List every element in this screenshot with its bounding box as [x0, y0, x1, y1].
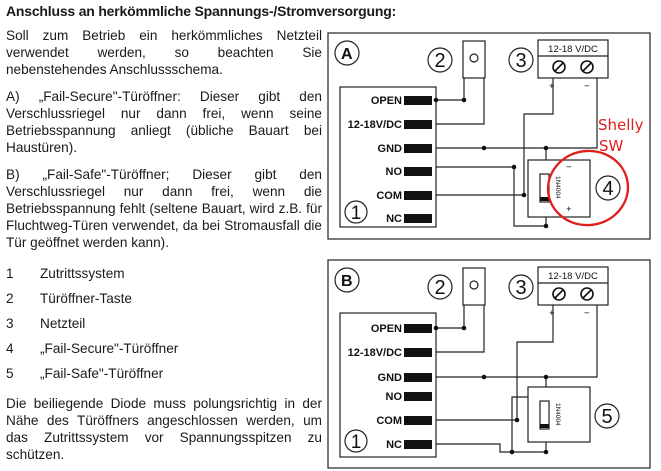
- plus-label: +: [549, 308, 555, 319]
- legend-item: 4„Fail-Secure"-Türöffner: [6, 341, 179, 356]
- door-button-circle: [469, 53, 479, 63]
- pin-label: OPEN: [371, 95, 402, 107]
- number-circle: [344, 200, 368, 224]
- instruction-text: Soll zum Betrieb ein herkömmliches Netzt…: [6, 27, 322, 463]
- number-label: 2: [434, 277, 445, 299]
- annotation-text: SW: [599, 137, 624, 155]
- legend-item: 5„Fail-Safe"-Türöffner: [6, 366, 164, 381]
- power-supply-box: [537, 39, 609, 79]
- number-circle: [344, 429, 368, 453]
- pin-label: NO: [386, 391, 403, 403]
- number-circle: [427, 47, 453, 73]
- minus-label: −: [584, 81, 590, 92]
- number-label: 1: [351, 203, 362, 224]
- paragraph-fail-secure: A) „Fail-Secure"-Türöffner: Dieser gibt …: [6, 89, 322, 155]
- diagram-a-text: A OPEN 12-18V/DC GND NO COM NC 1 2 3 4 1…: [341, 44, 614, 225]
- diode-label: 1N4004: [554, 403, 561, 426]
- diagram-a-label-circle: [334, 40, 360, 66]
- intro-paragraph: Soll zum Betrieb ein herkömmliches Netzt…: [6, 28, 322, 77]
- diagram-a-fill: [404, 96, 549, 229]
- diagram-a-frame: [327, 32, 651, 240]
- pin-label: NO: [386, 166, 403, 178]
- diagram-b: [327, 259, 651, 469]
- minus-label: −: [566, 162, 572, 173]
- number-label: 3: [515, 277, 526, 299]
- pin-label: COM: [376, 415, 402, 427]
- access-system-box: [339, 86, 437, 228]
- diode: [539, 400, 550, 430]
- diagram-b-fill: [404, 324, 549, 455]
- diagram-a-terminals: [552, 60, 594, 74]
- number-circle: [427, 274, 453, 300]
- shelly-annotation: Shelly SW: [546, 116, 644, 227]
- section-heading: Anschluss an herkömmliche Spannungs-/Str…: [6, 3, 397, 19]
- pin-label: NC: [386, 213, 402, 225]
- plus-label: +: [566, 204, 572, 215]
- diagram-a: [327, 32, 651, 240]
- diode-note: Die beiliegende Diode muss polungsrichti…: [6, 396, 322, 462]
- pin-label: GND: [378, 372, 403, 384]
- number-label: 3: [515, 50, 526, 72]
- diagram-b-text: B OPEN 12-18V/DC GND NO COM NC 1 2 3 5 1…: [341, 271, 613, 453]
- number-label: 2: [434, 50, 445, 72]
- plus-label: +: [549, 81, 555, 92]
- diagram-a-label: A: [341, 46, 353, 63]
- door-button-box: [462, 40, 486, 79]
- diagram-b-frame: [327, 259, 651, 469]
- number-label: 5: [601, 406, 612, 428]
- diagram-b-label: B: [341, 273, 353, 290]
- diagram-b-label-circle: [334, 267, 360, 293]
- number-circle: [595, 175, 621, 201]
- pin-label: COM: [376, 190, 402, 202]
- access-system-box: [339, 312, 437, 458]
- pin-label: 12-18V/DC: [348, 347, 402, 359]
- door-button-box: [462, 267, 486, 306]
- number-label: 1: [351, 432, 362, 453]
- pin-label: GND: [378, 143, 403, 155]
- number-circle: [594, 403, 620, 429]
- diode-label: 1N4004: [554, 176, 561, 199]
- door-opener-box: [527, 386, 591, 443]
- pin-label: 12-18V/DC: [348, 119, 402, 131]
- psu-voltage-label: 12-18 V/DC: [548, 44, 598, 55]
- pin-label: NC: [386, 439, 402, 451]
- door-opener-box: [527, 159, 591, 218]
- annotation-circle: [546, 149, 630, 227]
- number-circle: [508, 274, 534, 300]
- number-label: 4: [602, 178, 613, 200]
- number-circle: [508, 47, 534, 73]
- minus-label: −: [584, 308, 590, 319]
- psu-voltage-label: 12-18 V/DC: [548, 271, 598, 282]
- pin-label: OPEN: [371, 323, 402, 335]
- door-button-circle: [469, 280, 479, 290]
- diagram-b-terminals: [552, 287, 594, 301]
- annotation-text: Shelly: [598, 116, 644, 134]
- power-supply-box: [537, 266, 609, 306]
- paragraph-fail-safe: B) „Fail-Safe"-Türöffner; Dieser gibt de…: [6, 167, 322, 250]
